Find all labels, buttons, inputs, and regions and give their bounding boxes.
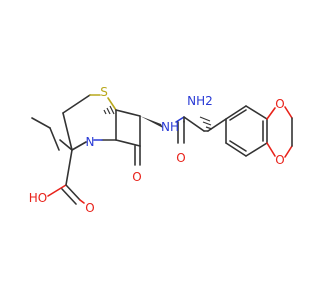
ring-nitrogen-atom-label: N [86, 135, 95, 149]
dioxole-bottom-oxygen-atom-label: O [275, 153, 284, 167]
molecule-structure-diagram: S N NH NH2 O O O HO O O [29, 85, 293, 215]
stereo-hash-bond [103, 105, 115, 115]
dioxole-top-oxygen-atom-label: O [275, 97, 284, 111]
beta-lactam-ring-bonds [115, 109, 141, 166]
amide-side-chain-bonds [140, 116, 227, 144]
acid-hydroxyl-atom-label: HO [29, 191, 47, 205]
lactam-oxygen-atom-label: O [132, 170, 141, 184]
amide-nitrogen-atom-label: NH [161, 120, 179, 134]
amide-oxygen-atom-label: O [176, 151, 185, 165]
sulfur-atom-label: S [100, 85, 108, 99]
carboxylic-acid-bonds [47, 149, 85, 205]
methyl-bond [31, 117, 51, 129]
acid-carbonyl-oxygen-atom-label: O [85, 201, 94, 215]
thiazine-ring-bonds [49, 94, 117, 151]
amino-group-atom-label: NH2 [187, 94, 213, 108]
benzodioxole-bonds [225, 105, 293, 158]
